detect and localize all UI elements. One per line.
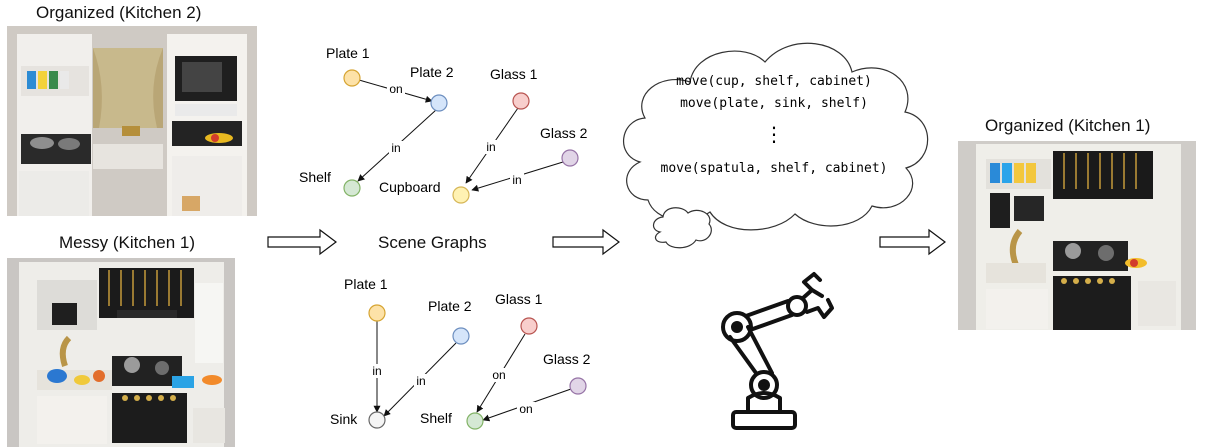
node-label: Sink — [330, 411, 358, 427]
edge-label: in — [391, 141, 400, 155]
node-plate-2 — [452, 327, 470, 345]
plan-ellipsis: ⋮ — [764, 124, 784, 146]
edge-label: in — [486, 140, 495, 154]
edge-label: on — [389, 82, 402, 96]
scene-graph-messy: in in on on Plate 1 Plate 2 Glass 1 Glas… — [330, 276, 591, 430]
plan-step-3: move(spatula, shelf, cabinet) — [661, 161, 888, 176]
node-label: Plate 2 — [410, 64, 454, 80]
right-arrow-icon — [552, 228, 620, 256]
edge-label: on — [492, 368, 505, 382]
edge-label: on — [519, 402, 532, 416]
node-label: Glass 1 — [490, 66, 538, 82]
edge-label: in — [372, 364, 381, 378]
node-label: Plate 2 — [428, 298, 472, 314]
node-label: Glass 1 — [495, 291, 543, 307]
node-shelf — [466, 412, 484, 430]
photo-organized-kitchen-1 — [958, 141, 1196, 330]
right-arrow-icon — [267, 228, 337, 256]
caption-messy-kitchen-1: Messy (Kitchen 1) — [59, 233, 196, 252]
edge-label: in — [416, 374, 425, 388]
photo-organized-kitchen-2 — [7, 26, 257, 216]
node-plate-1 — [368, 304, 386, 322]
caption-organized-kitchen-1: Organized (Kitchen 1) — [985, 116, 1151, 135]
node-label: Cupboard — [379, 179, 441, 195]
caption-organized-kitchen-2: Organized (Kitchen 2) — [36, 3, 202, 22]
node-glass-1 — [512, 92, 530, 110]
node-sink — [368, 411, 386, 429]
scene-graph-organized: on in in in Plate 1 Plate 2 Glass 1 Glas… — [299, 45, 588, 204]
photo-messy-kitchen-1 — [7, 258, 235, 447]
caption-scene-graphs: Scene Graphs — [378, 233, 487, 252]
robot-arm-icon — [721, 272, 834, 430]
node-cupboard — [452, 186, 470, 204]
node-label: Glass 2 — [540, 125, 588, 141]
node-label: Shelf — [420, 410, 452, 426]
right-arrow-icon — [879, 228, 946, 256]
node-glass-1 — [520, 317, 538, 335]
edge-label: in — [512, 173, 521, 187]
node-glass-2 — [561, 149, 579, 167]
node-shelf — [343, 179, 361, 197]
plan-step-2: move(plate, sink, shelf) — [680, 96, 868, 111]
node-glass-2 — [569, 377, 587, 395]
node-label: Plate 1 — [344, 276, 388, 292]
thought-cloud-icon — [623, 42, 929, 249]
node-label: Plate 1 — [326, 45, 370, 61]
plan-step-1: move(cup, shelf, cabinet) — [676, 74, 872, 89]
node-plate-2 — [430, 94, 448, 112]
node-plate-1 — [343, 69, 361, 87]
node-label: Glass 2 — [543, 351, 591, 367]
node-label: Shelf — [299, 169, 331, 185]
